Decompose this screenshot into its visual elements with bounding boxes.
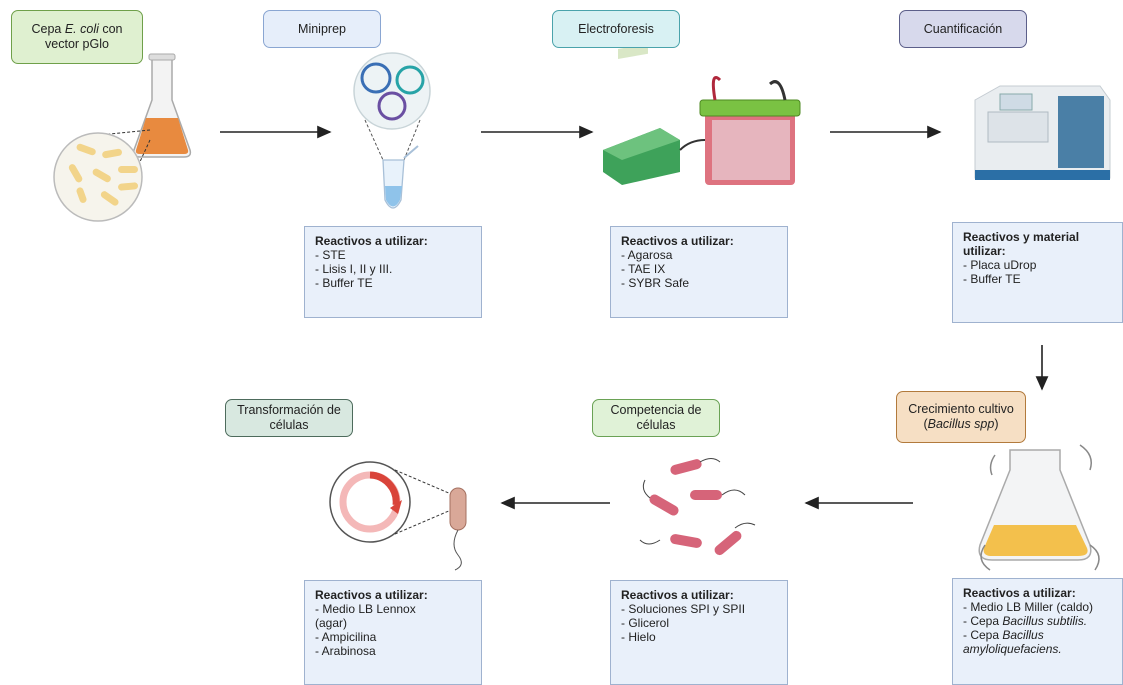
stage-miniprep: Miniprep: [263, 10, 381, 48]
electroforesis-label: Electroforesis: [578, 21, 654, 36]
spectrophotometer-illustration: [974, 85, 1111, 180]
cuantificacion-label: Cuantificación: [923, 21, 1003, 36]
reagents-header: Reactivos a utilizar:: [315, 234, 428, 248]
reagents-header: Reactivos a utilizar:: [315, 588, 428, 602]
cepa-post: con: [98, 22, 123, 36]
stage-transformacion: Transformación de células: [225, 399, 353, 437]
competencia-line2: células: [636, 418, 676, 432]
ecoli-flask-illustration: [53, 53, 192, 222]
cepa-line2: vector pGlo: [45, 37, 109, 51]
reagent-item: - Soluciones SPI y SPII: [621, 602, 746, 616]
reagents-miniprep: Reactivos a utilizar: - STE - Lisis I, I…: [304, 226, 482, 318]
competent-bacteria-illustration: [639, 458, 756, 556]
crecimiento-em: Bacillus spp: [927, 417, 995, 431]
reagent-item: - Medio LB Lennox: [315, 602, 416, 616]
miniprep-illustration: [353, 52, 431, 209]
reagents-electroforesis: Reactivos a utilizar: - Agarosa - TAE IX…: [610, 226, 788, 318]
reagent-item: - Medio LB Miller (caldo): [963, 600, 1094, 614]
stage-electroforesis: Electroforesis: [552, 10, 680, 48]
reagents-header-line2: utilizar:: [963, 244, 1006, 258]
reagent-item-prefix: - Cepa: [963, 614, 1003, 628]
crecimiento-pre: (: [923, 417, 928, 431]
competencia-line1: Competencia de: [610, 403, 702, 417]
reagent-item: - STE: [315, 248, 346, 262]
reagent-item-species: Bacillus subtilis.: [1002, 614, 1088, 628]
cepa-em: E. coli: [64, 22, 99, 36]
reagent-item: (agar): [315, 616, 348, 630]
reagent-item-prefix: - Cepa: [963, 628, 1003, 642]
reagent-item: - Placa uDrop: [963, 258, 1037, 272]
reagent-item: - Lisis I, II y III.: [315, 262, 393, 276]
shaking-flask-illustration: [978, 444, 1100, 571]
reagent-item: - Arabinosa: [315, 644, 376, 658]
reagents-transformacion: Reactivos a utilizar: - Medio LB Lennox …: [304, 580, 482, 685]
reagent-item: - SYBR Safe: [621, 276, 690, 290]
transformation-illustration: [329, 461, 467, 571]
reagent-item: - Hielo: [621, 630, 656, 644]
reagent-item: - Buffer TE: [315, 276, 373, 290]
reagents-cuantificacion: Reactivos y material utilizar: - Placa u…: [952, 222, 1123, 323]
reagents-header: Reactivos a utilizar:: [963, 586, 1076, 600]
stage-cuantificacion: Cuantificación: [899, 10, 1027, 48]
miniprep-label: Miniprep: [298, 21, 346, 36]
reagent-item: - Agarosa: [621, 248, 673, 262]
reagent-item: - Ampicilina: [315, 630, 377, 644]
stage-crecimiento: Crecimiento cultivo (Bacillus spp): [896, 391, 1026, 443]
reagents-header: Reactivos a utilizar:: [621, 234, 734, 248]
reagent-item: - Buffer TE: [963, 272, 1021, 286]
reagents-competencia: Reactivos a utilizar: - Soluciones SPI y…: [610, 580, 788, 685]
cepa-pre: Cepa: [31, 22, 65, 36]
transformacion-line2: células: [269, 418, 309, 432]
crecimiento-post: ): [994, 417, 999, 431]
reagents-header: Reactivos a utilizar:: [621, 588, 734, 602]
reagent-item-species: amyloliquefaciens.: [963, 642, 1062, 656]
stage-cepa: Cepa E. coli con vector pGlo: [11, 10, 143, 64]
transformacion-line1: Transformación de: [237, 403, 341, 417]
reagents-header-line1: Reactivos y material: [963, 230, 1080, 244]
reagent-item-genus: Bacillus: [1002, 628, 1044, 642]
electrophoresis-illustration: [603, 43, 801, 185]
stage-competencia: Competencia de células: [592, 399, 720, 437]
crecimiento-line1: Crecimiento cultivo: [908, 402, 1014, 416]
reagent-item: - Glicerol: [621, 616, 670, 630]
reagents-crecimiento: Reactivos a utilizar: - Medio LB Miller …: [952, 578, 1123, 685]
reagent-item: - TAE IX: [621, 262, 666, 276]
